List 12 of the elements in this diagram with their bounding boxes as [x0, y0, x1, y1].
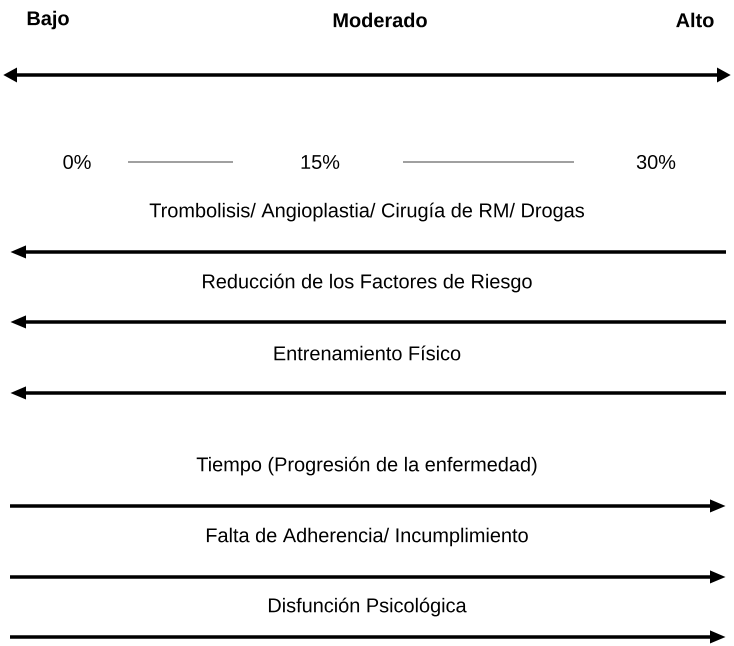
arrow-label: Entrenamiento Físico	[274, 346, 460, 360]
arrow-label: Tiempo (Progresión de la enfermedad)	[196, 456, 536, 476]
arrow-label: Trombolisis/ Angioplastia/ Cirugía de RM/ Drogas	[150, 202, 584, 222]
arrow-label: Falta de Adherencia/ Incumplimiento	[206, 528, 528, 546]
scale-label: Moderado	[334, 12, 427, 28]
scale-label: Bajo	[28, 10, 69, 30]
percent-label: 30%	[636, 154, 676, 170]
arrow-label: Disfunción Psicológica	[268, 598, 467, 616]
scale-label: Alto	[676, 12, 714, 28]
arrow-label: Reducción de los Factores de Riesgo	[203, 274, 532, 292]
percent-label: 0%	[63, 154, 91, 170]
percent-label: 15%	[302, 154, 340, 169]
